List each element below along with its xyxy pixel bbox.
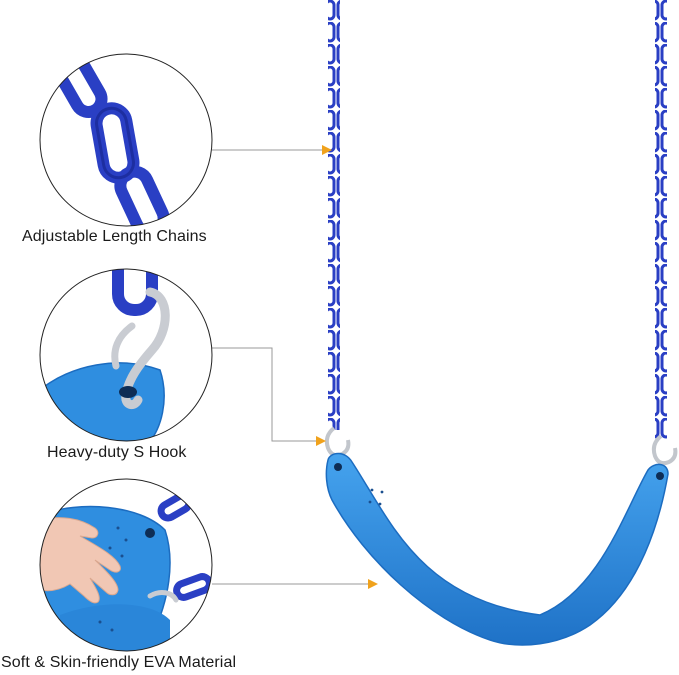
s-hook-closeup-icon [39,268,213,442]
leader-line-hook [212,347,326,446]
right-chain [655,0,667,440]
feature-caption-hook: Heavy-duty S Hook [47,444,187,461]
leader-line-chains [212,145,332,155]
feature-caption-eva: Soft & Skin-friendly EVA Material [1,654,237,671]
left-s-hook [324,426,351,458]
hand-icon [40,517,121,604]
eva-seat-closeup-icon [39,478,213,652]
right-s-hook [651,434,678,466]
feature-caption-chains: Adjustable Length Chains [22,228,207,245]
leader-line-eva [212,579,378,589]
swing-seat [325,452,669,646]
left-chain [328,0,340,430]
chain-closeup-icon [39,53,213,227]
